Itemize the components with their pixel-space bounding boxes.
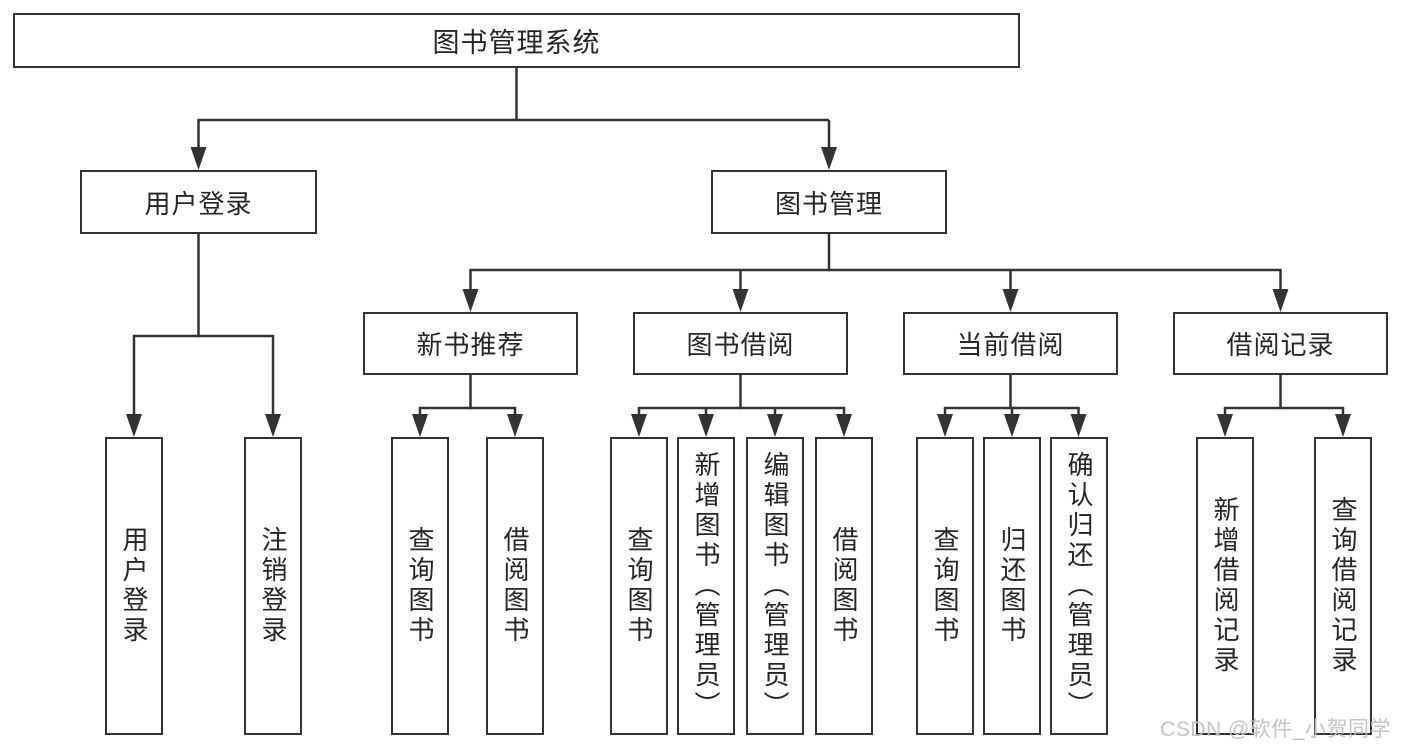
leaf-edit-books-admin: 编辑图书（管理员） (746, 437, 804, 735)
leaf-logout: 注销登录 (244, 437, 302, 735)
node-label: 图书借阅 (686, 330, 795, 360)
arrowhead-down (412, 414, 428, 437)
node-borrowing-records: 借阅记录 (1173, 312, 1388, 375)
leaf-label: 查询图书 (930, 526, 960, 646)
arrowhead-down (1070, 414, 1087, 437)
arrowhead-down (767, 414, 783, 437)
node-label: 借阅记录 (1226, 330, 1335, 360)
leaf-query-books-current: 查询图书 (916, 437, 974, 735)
leaf-label: 借阅图书 (500, 526, 530, 646)
leaf-label: 新增图书（管理员） (691, 451, 721, 721)
leaf-query-books-borrowing: 查询图书 (610, 437, 668, 735)
arrowhead-down (1217, 414, 1233, 437)
node-book-borrowing: 图书借阅 (633, 312, 848, 375)
leaf-label: 编辑图书（管理员） (760, 451, 790, 721)
leaf-add-borrow-record: 新增借阅记录 (1196, 437, 1254, 735)
leaf-label: 新增借阅记录 (1210, 496, 1240, 676)
leaf-query-books-recommend: 查询图书 (391, 437, 449, 735)
leaf-query-borrow-record: 查询借阅记录 (1314, 437, 1372, 735)
arrowhead-down (462, 289, 479, 312)
node-label: 图书管理系统 (432, 28, 601, 58)
arrowhead-down (821, 147, 837, 170)
leaf-label: 确认归还（管理员） (1064, 451, 1094, 721)
node-new-book-recommendation: 新书推荐 (363, 312, 578, 375)
arrowhead-down (698, 414, 714, 437)
leaf-label: 注销登录 (258, 526, 288, 646)
arrowhead-down (265, 414, 281, 437)
arrowhead-down (507, 414, 523, 437)
node-user-login: 用户登录 (80, 170, 317, 234)
arrowhead-down (1272, 289, 1289, 312)
connector-segments (132, 68, 1345, 410)
arrowhead-down (190, 147, 207, 170)
leaf-label: 查询图书 (405, 526, 435, 646)
leaf-label: 查询借阅记录 (1328, 496, 1358, 676)
leaf-return-books: 归还图书 (983, 437, 1041, 735)
arrowhead-down (937, 414, 953, 437)
node-current-borrowing: 当前借阅 (903, 312, 1118, 375)
arrowhead-down (1004, 414, 1020, 437)
arrowhead-down (1002, 289, 1019, 312)
node-book-management: 图书管理 (711, 170, 947, 234)
leaf-label: 归还图书 (997, 526, 1027, 646)
arrowheads (126, 120, 1351, 437)
node-label: 图书管理 (774, 188, 883, 219)
arrowhead-down (1335, 414, 1351, 437)
leaf-borrow-books: 借阅图书 (815, 437, 873, 735)
leaf-borrow-books-recommend: 借阅图书 (486, 437, 544, 735)
arrowhead-down (732, 289, 749, 312)
leaf-label: 查询图书 (624, 526, 654, 646)
leaf-label: 用户登录 (119, 526, 149, 646)
leaf-confirm-return-admin: 确认归还（管理员） (1050, 437, 1108, 735)
node-label: 新书推荐 (416, 330, 525, 360)
arrowhead-down (126, 414, 142, 437)
node-library-management-system: 图书管理系统 (13, 13, 1020, 68)
arrowhead-down (631, 414, 647, 437)
arrowhead-down (836, 414, 852, 437)
node-label: 当前借阅 (956, 330, 1065, 360)
leaf-add-books-admin: 新增图书（管理员） (677, 437, 735, 735)
csdn-watermark: CSDN @软件_小贺同学 (1160, 718, 1391, 741)
leaf-label: 借阅图书 (829, 526, 859, 646)
node-label: 用户登录 (144, 188, 253, 219)
leaf-user-login: 用户登录 (105, 437, 163, 735)
